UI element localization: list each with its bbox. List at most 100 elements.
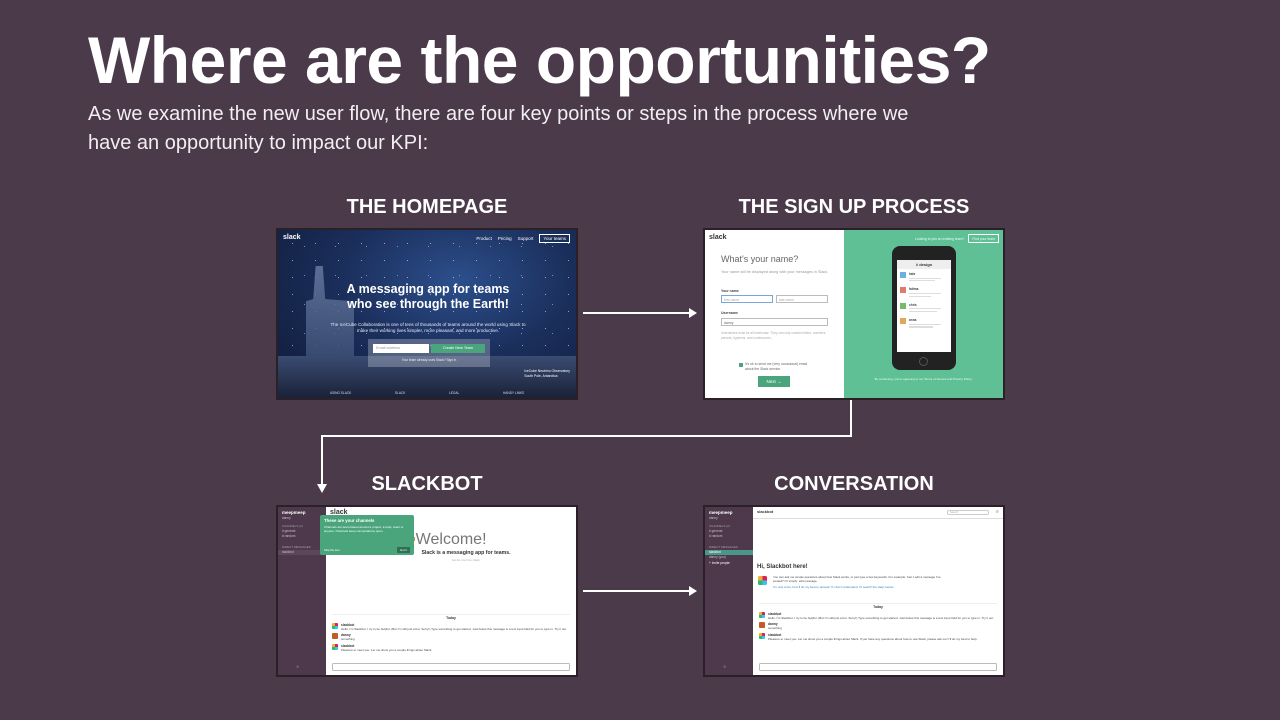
last-name-input[interactable]: last name [776,295,828,303]
channels-header[interactable]: CHANNELS (2) [709,524,730,528]
got-it-button[interactable]: Got it [396,547,410,553]
message-input[interactable] [759,663,997,671]
invite-people-link[interactable]: + Invite people [709,561,730,565]
sidebar-item-general[interactable]: # general [709,529,723,533]
welcome-heading: ▪Welcome! [410,531,487,549]
presence-icon[interactable]: ≋ [723,664,727,669]
homepage-screenshot: slack Product Pricing Support Your teams… [276,228,578,400]
step-label-conversation: CONVERSATION [774,473,934,495]
ice-ground [278,356,576,398]
message-text: Pleasure to meet you. Let me show you a … [768,636,978,641]
sidebar-item-slackbot[interactable]: slackbot [282,550,294,554]
username-note: Usernames must be all lowercase. They ca… [721,331,827,340]
signup-form: Email address Create New Team Your team … [368,339,490,367]
message-text: something [768,626,782,630]
slackbot-screenshot: meepmeep danny CHANNELS (2) # general # … [276,505,578,677]
username-label: Username [721,311,738,315]
arrow-right-icon [583,586,697,596]
gear-icon[interactable]: ⚙ [995,509,999,514]
tooltip-body: Channels are team-based around a project… [324,525,404,533]
email-input[interactable]: Email address [373,344,429,353]
search-input[interactable]: Search [947,510,989,515]
conversation-screenshot: meepmeep danny CHANNELS (2) # general # … [703,505,1005,677]
team-name[interactable]: meepmeep [709,510,733,515]
footer-link[interactable]: USING SLACK [329,391,352,395]
user-name: danny [709,516,718,520]
message-author[interactable]: danny [768,622,778,626]
name-question: What's your name? [721,254,799,264]
signin-link[interactable]: Your team already uses Slack? Sign in [401,358,457,362]
avatar [900,287,906,294]
user-avatar [332,633,338,639]
message-author[interactable]: danny [341,633,351,637]
homepage-footer: USING SLACK SLACK LEGAL HANDY LINKS [278,391,576,395]
tagline-sub: Get the most from Slack. [451,559,481,562]
phone-user-name: kate [909,272,916,276]
slackbot-avatar [332,643,338,650]
team-name[interactable]: meepmeep [282,510,306,515]
sidebar-item-self[interactable]: danny (you) [709,555,726,559]
phone-user-name: chris [909,302,917,307]
slackbot-intro: You can ask me simple questions about ho… [773,575,943,590]
presence-icon[interactable]: ≋ [296,664,300,669]
day-divider: Today [332,614,570,620]
first-name-input[interactable]: first name [721,295,773,303]
your-teams-button[interactable]: Your teams [539,234,570,243]
step-label-homepage: THE HOMEPAGE [346,196,508,218]
phone-user-name: fatima [909,287,919,292]
nav-support[interactable]: Support [517,236,534,241]
phone-home-button [919,357,928,366]
skip-tour-link[interactable]: Skip the tour [324,548,340,552]
message-author[interactable]: slackbot [341,643,355,648]
sidebar-item-general[interactable]: # general [282,529,296,533]
email-checkbox[interactable] [739,363,743,367]
phone-channel-name: # design [897,260,951,269]
tooltip-title: These are your channels [324,518,375,523]
avatar [900,272,906,278]
message-author[interactable]: slackbot [768,611,782,616]
channels-tooltip: These are your channels Channels are tea… [320,515,414,555]
dm-header[interactable]: DIRECT MESSAGES [709,545,738,549]
create-team-button[interactable]: Create New Team [431,344,485,353]
message-input[interactable] [332,663,570,671]
slackbot-avatar [758,576,767,585]
intro-help-text: I'm only a bot, but I'll do my best to a… [773,585,895,590]
slack-logo: slack [709,234,727,241]
step-label-slackbot: SLACKBOT [371,473,483,495]
footer-link[interactable]: SLACK [394,391,406,395]
message-text: Hello, I'm Slackbot. I try to be helpful… [341,626,567,631]
slackbot-greeting: Hi, Slackbot here! [757,564,808,570]
avatar [900,318,906,325]
message-author[interactable]: slackbot [341,622,355,627]
next-button[interactable]: Next → [758,376,790,387]
dm-header[interactable]: DIRECT MESSAGES [282,545,311,549]
nav-pricing[interactable]: Pricing [497,236,512,241]
user-name: danny [282,516,291,520]
channel-header: slackbot Search ⚙ [753,507,1003,519]
slack-logo: slack [283,234,301,241]
email-checkbox-label: It's ok to send me (very occasional) ema… [745,362,808,371]
channels-header[interactable]: CHANNELS (2) [282,524,303,528]
nav-product[interactable]: Product [476,236,492,241]
sidebar-item-random[interactable]: # random [282,534,296,538]
slack-logo: slack [330,509,348,516]
sidebar-item-random[interactable]: # random [709,534,723,538]
message-text: Hello, I'm Slackbot. I try to be helpful… [768,615,994,620]
homepage-nav: Product Pricing Support Your teams [476,234,570,243]
footer-link[interactable]: HANDY LINKS [502,391,525,395]
find-team-button[interactable]: Find your team [968,234,999,243]
footer-link[interactable]: LEGAL [449,391,460,395]
message-author[interactable]: slackbot [768,632,782,637]
slide-title: Where are the opportunities? [88,23,991,97]
sidebar-item-slackbot[interactable]: slackbot [709,550,721,554]
intro-text: You can ask me simple questions about ho… [773,575,941,584]
photo-caption: IceCube Neutrino Observatory South Pole,… [524,369,570,378]
channel-title: slackbot [757,509,774,514]
phone-user-name: anna [909,318,917,323]
username-input[interactable]: danny [721,318,828,326]
